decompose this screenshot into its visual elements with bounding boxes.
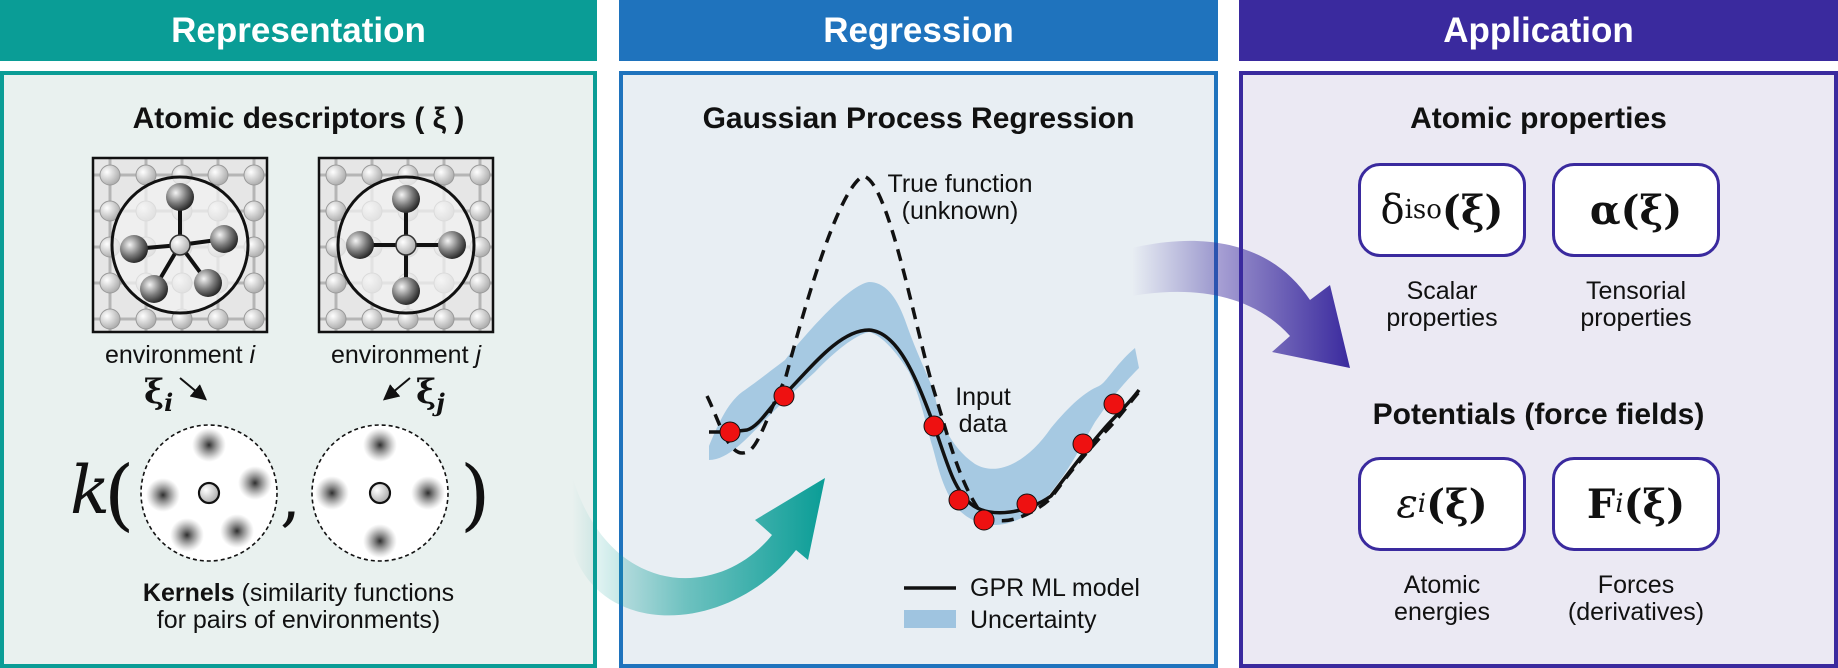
kernels-caption: Kernels (similarity functions for pairs … [142,579,455,634]
kernel-open-paren: ( [104,450,135,540]
gpr-plot [705,174,1141,531]
legend-uncertainty-label: Uncertainty [970,606,1097,634]
data-point [719,421,741,443]
data-point [773,385,795,407]
environment-i-image [91,156,269,334]
environment-j-image [317,156,495,334]
environment-i-label: environment i [104,341,256,369]
xi-i-label: ξi [144,372,174,417]
legend-band [904,610,956,628]
data-point [1103,393,1125,415]
kernel-k: k [70,452,110,529]
data-point [1016,493,1038,515]
gpr-title: Gaussian Process Regression [702,102,1135,135]
data-point [948,489,970,511]
alpha-box: α(ξ) [1552,163,1720,257]
legend-swatches [904,586,956,628]
header-application: Application [1239,0,1838,61]
legend-model-label: GPR ML model [970,574,1140,602]
header-representation: Representation [0,0,597,61]
potentials-title: Potentials (force fields) [1372,398,1705,431]
kernel-comma: , [280,458,301,535]
atomic-descriptors-title: Atomic descriptors ( ξ ) [132,102,465,135]
true-function [705,174,1141,523]
data-point [923,415,945,437]
xi-j-label: ξj [416,372,445,417]
atomic-properties-title: Atomic properties [1410,102,1667,135]
header-regression: Regression [619,0,1218,61]
input-data-points [719,385,1125,531]
arrow-i [179,377,208,401]
panel-application [1239,71,1838,668]
data-point [973,509,995,531]
kernel-density-i [140,424,278,562]
data-point [1072,433,1094,455]
forces-label: Forces(derivatives) [1567,571,1705,626]
kernel-close-paren: ) [460,450,491,540]
environment-j-label: environment j [330,341,482,369]
small-arrows [179,377,411,401]
arrow-j [382,377,411,401]
kernel-density-j [311,424,449,562]
true-function-label: True function(unknown) [887,170,1033,225]
